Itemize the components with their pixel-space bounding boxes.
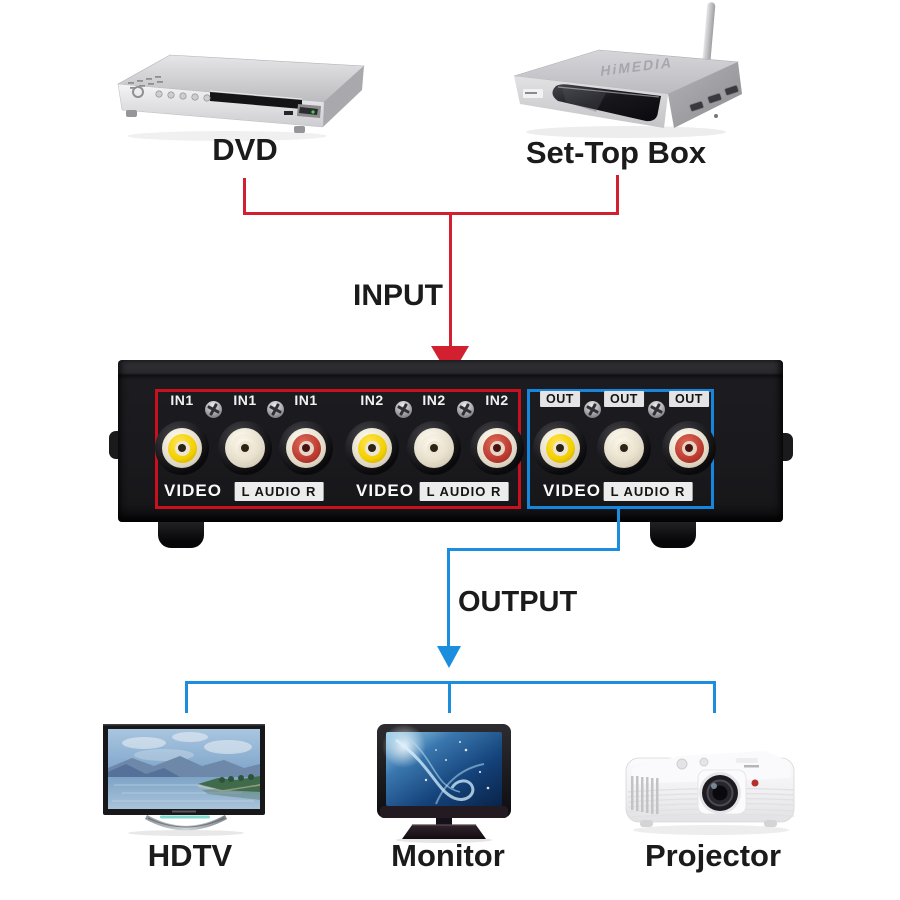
port-label: OUT [669,391,709,407]
rca-jack-in1-video [155,421,209,475]
hdtv-image [103,724,265,836]
port-label: IN1 [233,392,257,408]
input-line-stb [616,175,619,214]
input-line-horizontal [243,212,619,215]
hdtv-label: HDTV [147,838,233,873]
projector-image [625,751,795,835]
port-label: OUT [540,391,580,407]
input-line-dvd [243,178,246,214]
monitor-label: Monitor [391,838,505,873]
output-drop-hdtv [185,681,188,713]
port-label: IN1 [170,392,194,408]
output-drop-projector [713,681,716,713]
video-caption: VIDEO [164,481,222,500]
port-label: IN2 [360,392,384,408]
rca-jack-in2-audio-r [470,421,524,475]
port-label: IN2 [485,392,509,408]
input-label: INPUT [353,279,443,312]
rca-jack-out-video [533,421,587,475]
port-label: IN2 [422,392,446,408]
video-caption: VIDEO [543,481,601,500]
output-label: OUTPUT [458,586,578,618]
projector-label: Projector [644,838,782,873]
rca-jack-out-audio-l [597,421,651,475]
port-label: OUT [604,391,644,407]
audio-caption: L AUDIO R [603,482,693,501]
audio-caption: L AUDIO R [419,482,509,501]
output-line-elbow [447,548,620,551]
monitor-image [377,724,511,843]
rca-jack-in2-audio-l [407,421,461,475]
audio-caption: L AUDIO R [234,482,324,501]
port-label: IN1 [294,392,318,408]
output-drop-monitor [448,681,451,713]
set-top-box-image: HiMEDIA [513,2,742,138]
output-line-from-box [617,508,620,551]
set-top-box-label: Set-Top Box [525,135,707,170]
rca-jack-in2-video [345,421,399,475]
rca-jack-in1-audio-l [218,421,272,475]
dvd-label: DVD [212,132,278,167]
rca-jack-out-audio-r [662,421,716,475]
output-arrow-icon [437,646,461,668]
input-line-vertical [449,212,452,348]
dvd-player-image [117,54,365,141]
output-line-vertical [447,548,450,646]
antenna [702,2,716,65]
video-caption: VIDEO [356,481,414,500]
rca-jack-in1-audio-r [279,421,333,475]
